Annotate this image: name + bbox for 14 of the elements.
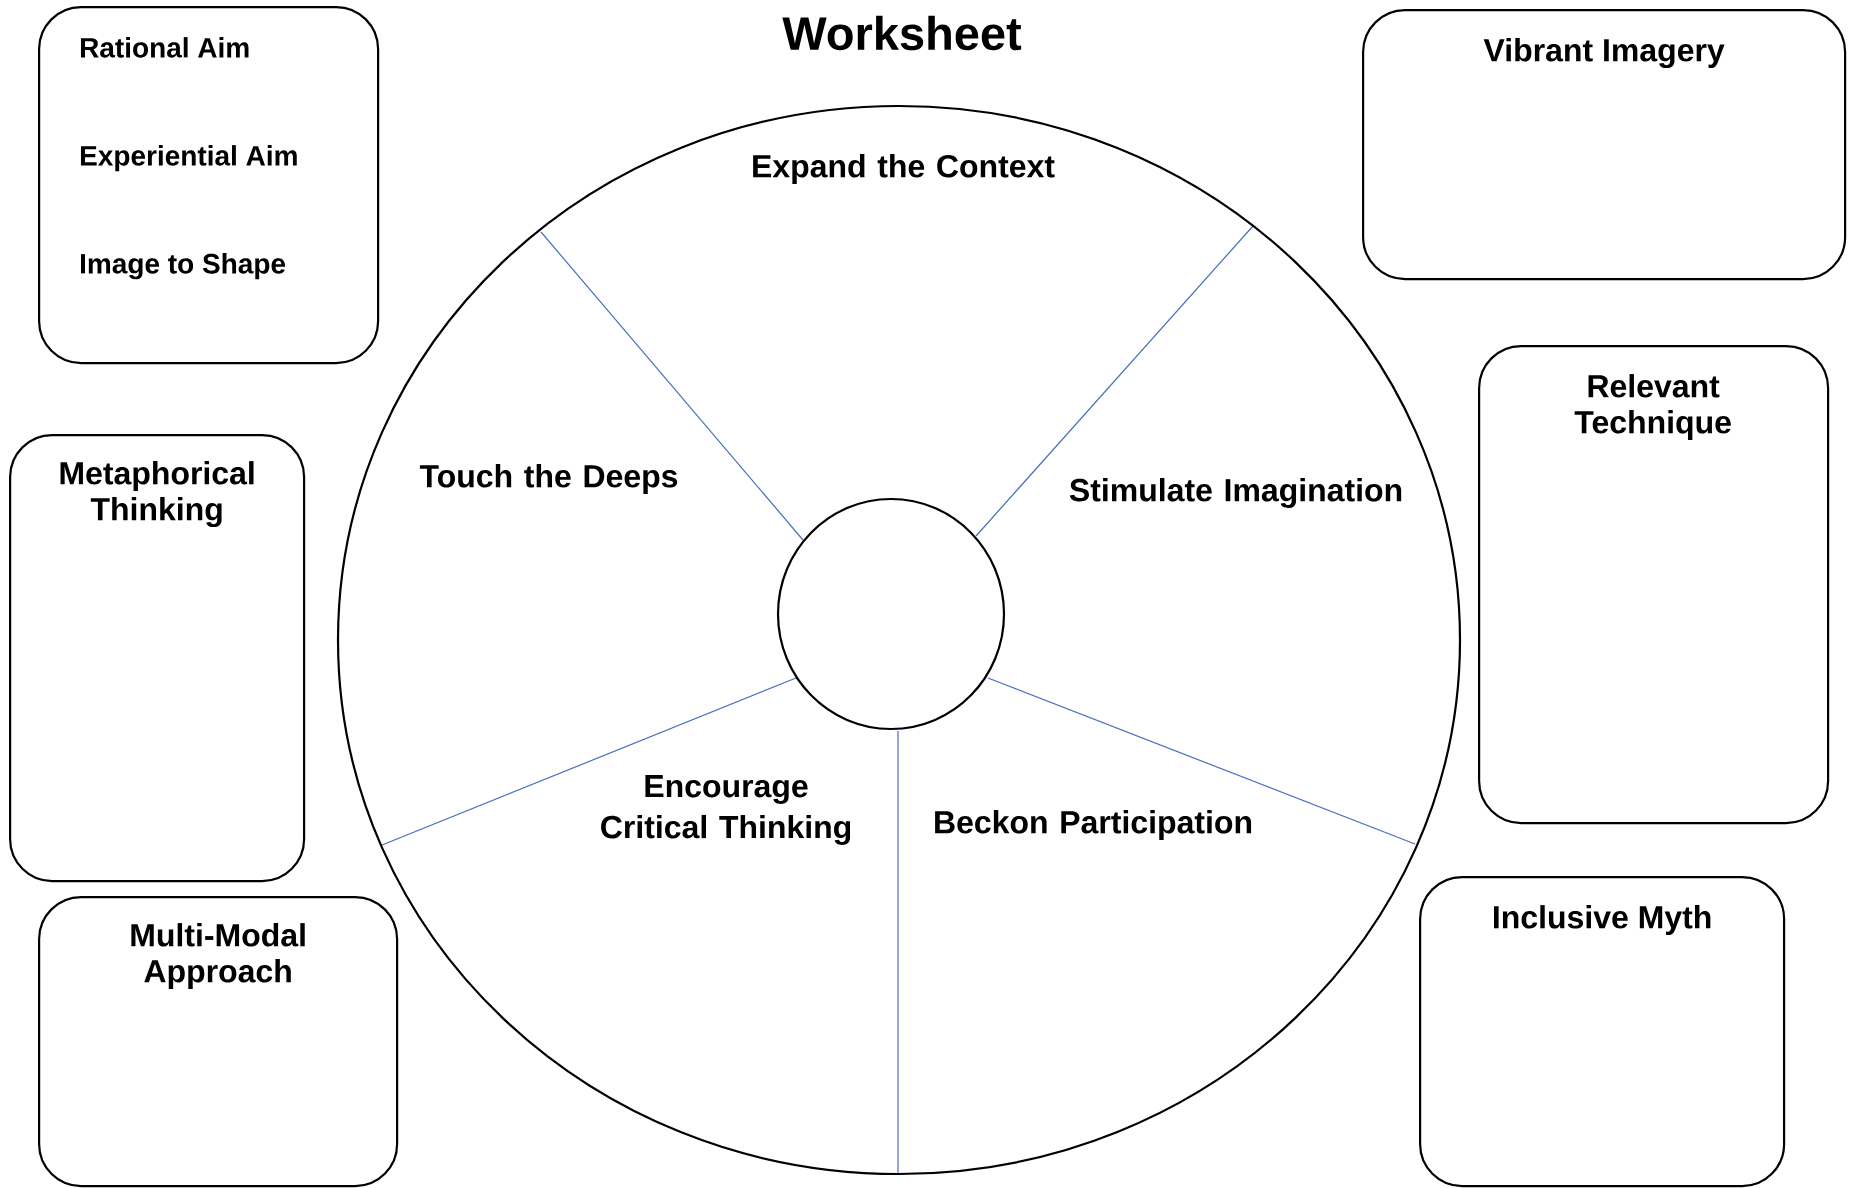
text-box: Metaphorical Thinking xyxy=(9,434,306,883)
sector-label: Stimulate Imagination xyxy=(1069,478,1402,508)
wheel-circle xyxy=(336,104,1462,1176)
text-box: Vibrant Imagery xyxy=(1362,9,1847,281)
sector-label: Beckon Participation xyxy=(935,810,1252,840)
sector-label: Encourage Critical Thinking xyxy=(601,775,851,845)
text-box: Relevant Technique xyxy=(1478,345,1830,825)
text-box: Inclusive Myth xyxy=(1419,876,1786,1188)
sector-label: Expand the Context xyxy=(753,154,1055,184)
sector-label: Touch the Deeps xyxy=(419,464,678,494)
text-box: Multi-Modal Approach xyxy=(38,896,399,1188)
title: Worksheet xyxy=(782,15,1022,51)
hub-circle xyxy=(776,497,1006,731)
text-box: Rational Aim Experiential Aim Image to Shape xyxy=(38,6,380,365)
